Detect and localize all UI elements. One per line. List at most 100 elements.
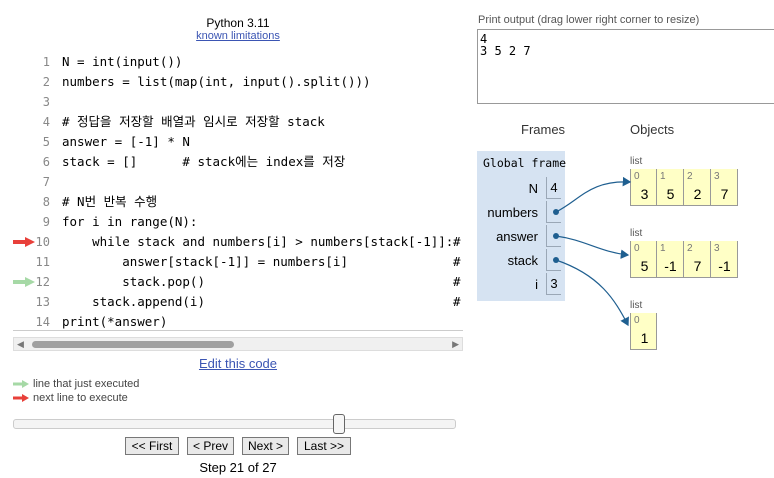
next-line-arrow-icon <box>13 237 35 247</box>
frame-var-pointer-cell <box>546 225 561 247</box>
line-gutter[interactable]: 4 <box>13 112 50 132</box>
line-gutter[interactable]: 11 <box>13 252 50 272</box>
frame-var-name: N <box>528 181 538 196</box>
code-horizontal-scrollbar[interactable]: ◀ ▶ <box>13 337 463 351</box>
code-separator <box>13 330 463 331</box>
line-number: 12 <box>35 275 50 289</box>
code-text-overflow: # <box>453 234 461 249</box>
code-line: 3 <box>13 92 463 112</box>
line-gutter[interactable]: 12 <box>13 272 50 292</box>
edit-code-link[interactable]: Edit this code <box>198 356 278 371</box>
executed-line-arrow-icon <box>13 277 35 287</box>
line-gutter[interactable]: 8 <box>13 192 50 212</box>
next-button[interactable]: Next > <box>242 437 289 455</box>
step-slider-track[interactable] <box>13 419 456 429</box>
stack-pointer-arrow <box>555 259 629 327</box>
first-button[interactable]: << First <box>125 437 179 455</box>
list-value: 7 <box>693 258 702 274</box>
code-text: print(*answer) <box>62 314 168 329</box>
list-index: 0 <box>634 315 640 326</box>
line-gutter[interactable]: 13 <box>13 292 50 312</box>
last-button[interactable]: Last >> <box>297 437 351 455</box>
list-index: 0 <box>634 243 640 254</box>
list-index: 1 <box>660 243 666 254</box>
list-value: -1 <box>664 258 677 274</box>
list-index: 2 <box>687 243 693 254</box>
line-gutter[interactable]: 9 <box>13 212 50 232</box>
line-number: 9 <box>42 215 50 229</box>
global-frame-title: Global frame <box>483 156 567 170</box>
code-text: stack.append(i) <box>62 294 205 309</box>
list-index: 3 <box>714 171 720 182</box>
line-gutter[interactable]: 1 <box>13 52 50 72</box>
language-title: Python 3.11 <box>206 16 270 30</box>
list-index: 0 <box>634 171 640 182</box>
list-type-label: list <box>630 228 643 239</box>
known-limitations-link[interactable]: known limitations <box>196 30 280 42</box>
code-text-overflow: # <box>453 294 461 309</box>
code-text: stack.pop() <box>62 274 205 289</box>
line-number: 14 <box>35 315 50 329</box>
line-gutter[interactable]: 14 <box>13 312 50 330</box>
legend-next-text: next line to execute <box>33 392 128 404</box>
code-line: 4# 정답을 저장할 배열과 임시로 저장할 stack <box>13 112 463 132</box>
line-number: 13 <box>35 295 50 309</box>
line-number: 7 <box>42 175 50 189</box>
list-index: 1 <box>660 171 666 182</box>
list-value: 1 <box>640 330 649 346</box>
global-frame <box>477 151 565 301</box>
line-gutter[interactable]: 5 <box>13 132 50 152</box>
line-gutter[interactable]: 7 <box>13 172 50 192</box>
scroll-left-icon[interactable]: ◀ <box>17 339 24 349</box>
list-type-label: list <box>630 300 643 311</box>
list-value: 5 <box>640 258 649 274</box>
code-line: 11 answer[stack[-1]] = numbers[i]# <box>13 252 463 272</box>
code-line: 14 print(*answer) <box>13 312 463 330</box>
list-index: 2 <box>687 171 693 182</box>
list-value: -1 <box>718 258 731 274</box>
list-type-label: list <box>630 156 643 167</box>
arrow-right-icon <box>13 380 29 389</box>
line-number: 3 <box>42 95 50 109</box>
line-gutter[interactable]: 3 <box>13 92 50 112</box>
line-number: 2 <box>42 75 50 89</box>
numbers-pointer-arrow <box>555 176 632 213</box>
legend-executed: line that just executed <box>13 378 139 390</box>
frame-var-name: answer <box>496 229 538 244</box>
prev-button[interactable]: < Prev <box>187 437 234 455</box>
scroll-right-icon[interactable]: ▶ <box>452 339 459 349</box>
scrollbar-thumb[interactable] <box>32 341 234 348</box>
line-gutter[interactable]: 6 <box>13 152 50 172</box>
frame-var-pointer-cell <box>546 201 561 223</box>
step-slider-thumb[interactable] <box>333 414 345 434</box>
line-gutter[interactable]: 2 <box>13 72 50 92</box>
list-value: 2 <box>693 186 702 202</box>
code-text: answer[stack[-1]] = numbers[i] <box>62 254 348 269</box>
list-value: 3 <box>640 186 649 202</box>
frames-label: Frames <box>521 122 566 137</box>
code-line: 7 <box>13 172 463 192</box>
line-number: 6 <box>42 155 50 169</box>
print-output-box[interactable]: 4 3 5 2 7 <box>477 29 774 104</box>
frame-var-name: stack <box>507 253 538 268</box>
frame-var-value: 3 <box>546 273 561 295</box>
line-gutter[interactable]: 10 <box>13 232 50 252</box>
line-number: 8 <box>42 195 50 209</box>
frame-var-value: 4 <box>546 177 561 199</box>
line-number: 5 <box>42 135 50 149</box>
objects-label: Objects <box>630 122 675 137</box>
answer-pointer-arrow <box>555 235 630 260</box>
